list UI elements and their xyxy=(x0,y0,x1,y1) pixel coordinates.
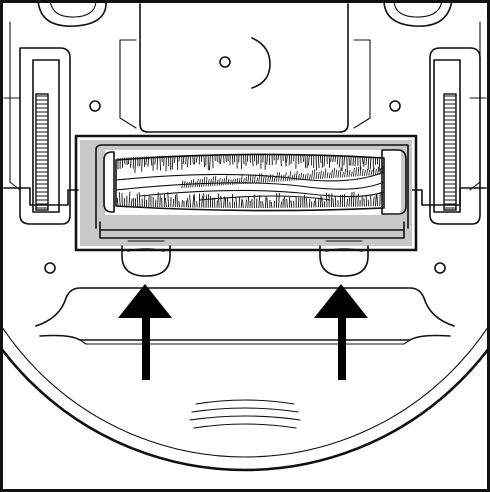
left-lower-screw-icon xyxy=(44,262,56,274)
left-latch-tab xyxy=(121,240,171,277)
brushroll-compartment xyxy=(74,134,418,252)
top-left-wheel-cap xyxy=(37,3,107,27)
left-up-arrow-icon xyxy=(118,284,172,380)
brushroll-bristles xyxy=(116,153,384,209)
right-up-arrow-icon xyxy=(314,284,368,380)
robot-body-inner-rim xyxy=(3,327,487,458)
top-center-module xyxy=(139,3,349,133)
center-screw-icon xyxy=(219,56,231,68)
top-right-wheel-cap xyxy=(383,3,453,27)
right-lower-screw-icon xyxy=(434,262,446,274)
right-side-panel xyxy=(353,21,487,225)
lower-bumper xyxy=(35,287,455,429)
robot-body-outline xyxy=(3,348,487,472)
right-latch-tab xyxy=(319,240,369,277)
left-wheel-tread xyxy=(35,93,49,211)
left-side-panel xyxy=(3,21,137,225)
right-wheel-tread xyxy=(443,93,457,211)
